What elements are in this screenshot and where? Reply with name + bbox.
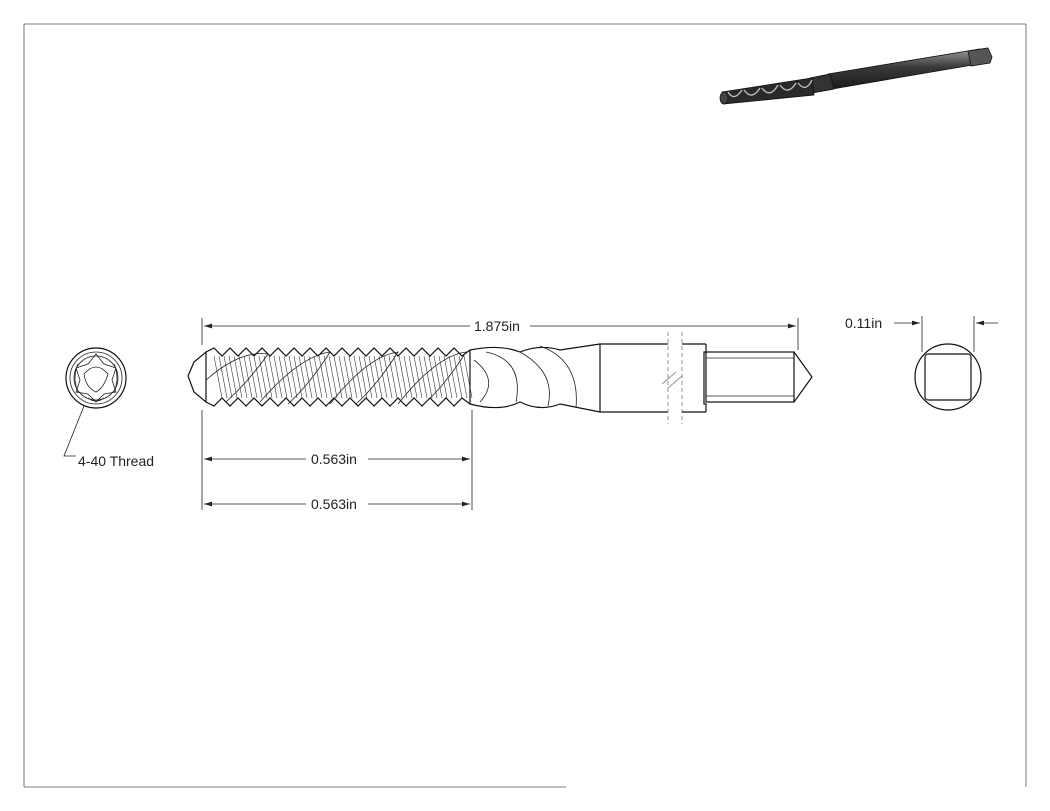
dim-thread-length-2-label: 0.563in (311, 496, 357, 512)
dim-thread-length-2: 0.563in (204, 496, 470, 512)
thread-hatch-line (433, 355, 443, 399)
thread-hatch-line (423, 355, 433, 399)
thread-hatch-line (393, 355, 403, 399)
side-view-tap (187, 332, 813, 424)
thread-hatch-line (288, 355, 298, 399)
thread-hatch-line (348, 355, 358, 399)
thread-hatch-line (303, 355, 313, 399)
thread-hatch-line (363, 355, 373, 399)
dim-overall-length: 1.875in (201, 318, 799, 350)
thread-hatch-line (318, 355, 328, 399)
thread-hatch-line (283, 355, 293, 399)
thread-hatch-line (378, 355, 388, 399)
thread-hatch-line (338, 355, 348, 399)
thread-hatch-line (418, 355, 428, 399)
thread-hatch-line (268, 355, 278, 399)
thread-hatch-line (388, 355, 398, 399)
square-drive-end-view: 0.11in (845, 315, 998, 411)
thread-hatch-line (323, 355, 333, 399)
thread-hatch-line (383, 355, 393, 399)
thread-hatch-line (343, 355, 353, 399)
thread-hatch-line (428, 355, 438, 399)
thread-hatch-line (223, 355, 233, 399)
thread-hatch-line (248, 355, 258, 399)
thread-hatch-line (458, 355, 468, 399)
thread-hatch-line (368, 355, 378, 399)
isometric-tap-view (719, 47, 993, 105)
thread-callout: 4-40 Thread (63, 405, 154, 469)
thread-hatch-line (463, 355, 473, 399)
dim-thread-length-1-label: 0.563in (311, 451, 357, 467)
thread-hatch-line (328, 355, 338, 399)
thread-hatch-line (258, 355, 268, 399)
end-view (65, 347, 127, 409)
thread-hatch-line (333, 355, 343, 399)
thread-hatch-line (278, 355, 288, 399)
thread-callout-label: 4-40 Thread (78, 453, 154, 469)
thread-hatch-line (313, 355, 323, 399)
thread-hatch-line (448, 355, 458, 399)
thread-hatch-line (408, 355, 418, 399)
thread-hatch-line (413, 355, 423, 399)
dim-square-drive-label: 0.11in (845, 315, 882, 331)
thread-hatch-line (253, 355, 263, 399)
thread-hatch-line (358, 355, 368, 399)
thread-hatch-line (308, 355, 318, 399)
sheet-border (23, 23, 1027, 788)
thread-hatch-line (213, 355, 223, 399)
dim-overall-length-label: 1.875in (474, 318, 520, 334)
thread-hatch-line (228, 355, 238, 399)
thread-hatch-line (453, 355, 463, 399)
thread-hatch-line (398, 355, 408, 399)
thread-hatch-line (218, 355, 228, 399)
thread-hatch-line (298, 355, 308, 399)
thread-hatch-line (273, 355, 283, 399)
thread-hatch-line (353, 355, 363, 399)
thread-hatch-line (443, 355, 453, 399)
thread-hatch-line (238, 355, 248, 399)
thread-hatch-line (243, 355, 253, 399)
thread-hatch-line (263, 355, 273, 399)
thread-hatch-line (403, 355, 413, 399)
thread-hatch-line (233, 355, 243, 399)
thread-hatch-line (293, 355, 303, 399)
dim-thread-length-1: 0.563in (201, 410, 473, 510)
thread-hatch-line (373, 355, 383, 399)
thread-hatch-line (438, 355, 448, 399)
